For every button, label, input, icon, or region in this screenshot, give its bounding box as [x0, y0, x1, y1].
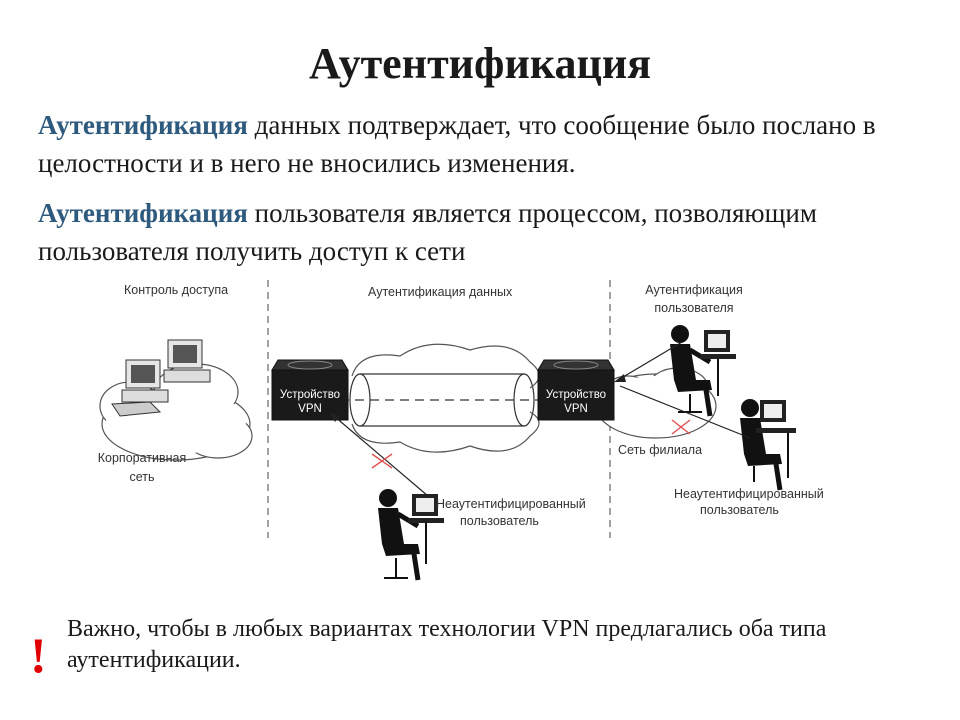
data-auth-label: Аутентификация данных	[368, 285, 513, 299]
unauthenticated-user-label-1: Неаутентифицированный	[674, 487, 824, 501]
blocked-arrow	[330, 413, 429, 497]
keyword: Аутентификация	[38, 198, 248, 228]
vpn-device-icon	[271, 359, 349, 421]
auth-arrow	[619, 385, 751, 439]
user-auth-paragraph: Аутентификация пользователя является про…	[38, 194, 918, 270]
blocked-cross-icon	[371, 453, 393, 469]
branch-network-label: Сеть филиала	[618, 443, 702, 457]
exclamation-icon: !	[30, 627, 47, 683]
keyword: Аутентификация	[38, 110, 248, 140]
unauthenticated-user-label-2: пользователь	[460, 514, 539, 528]
auth-arrow	[614, 341, 683, 382]
vpn-tunnel	[340, 373, 550, 427]
computer-icon	[163, 339, 211, 383]
paragraph-text: данных подтверждает, что сообщение было …	[38, 110, 876, 178]
unauthenticated-user-label-1: Неаутентифицированный	[436, 497, 586, 511]
tunnel-cloud-bottom	[351, 411, 540, 453]
vpn-device-label-1: Устройство	[546, 389, 606, 401]
vpn-device-icon	[537, 359, 615, 421]
user-auth-label-2: пользователя	[654, 301, 733, 315]
slide-title: Аутентификация	[308, 39, 652, 88]
user-at-computer-icon	[378, 489, 444, 581]
access-control-label: Контроль доступа	[124, 283, 228, 297]
corporate-network-label-1: Корпоративная	[98, 451, 187, 465]
note-text: Важно, чтобы в любых вариантах технологи…	[67, 616, 827, 673]
blocked-cross-icon	[671, 419, 691, 435]
vpn-device-label-2: VPN	[298, 403, 322, 415]
corporate-network-label-2: сеть	[129, 470, 154, 484]
user-at-computer-icon	[740, 399, 796, 491]
tunnel-cloud-top	[351, 343, 540, 389]
user-auth-label-1: Аутентификация	[645, 283, 742, 297]
paragraph-text: пользователя является процессом, позволя…	[38, 198, 817, 266]
vpn-authentication-diagram: Контроль доступа Аутентификация данных А…	[98, 280, 824, 581]
vpn-device-label-2: VPN	[564, 403, 588, 415]
computer-icon	[111, 359, 169, 417]
unauthenticated-user-label-2: пользователь	[700, 503, 779, 517]
user-at-computer-icon	[670, 325, 736, 417]
vpn-device-label-1: Устройство	[280, 389, 340, 401]
data-auth-paragraph: Аутентификация данных подтверждает, что …	[38, 106, 918, 182]
